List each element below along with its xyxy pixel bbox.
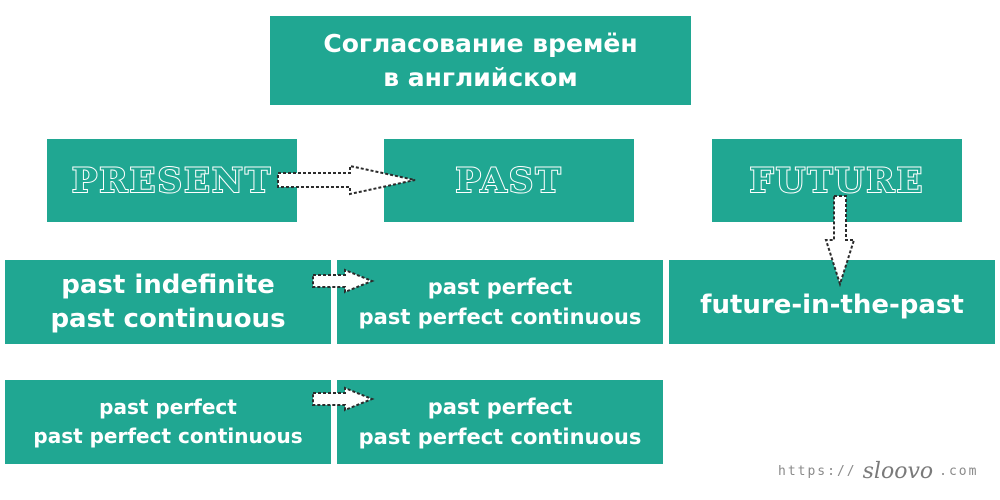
past-header-box: PAST (384, 139, 634, 222)
title-line-1: Согласование времён (323, 28, 638, 58)
row1-past-box: past perfect past perfect continuous (337, 260, 663, 344)
title-box: Согласование времён в английском (270, 16, 691, 105)
row2-past-line-2: past perfect continuous (358, 425, 642, 449)
row1-present-line-2: past continuous (50, 304, 286, 334)
row2-past-box: past perfect past perfect continuous (337, 380, 663, 464)
future-header-box: FUTURE (712, 139, 962, 222)
watermark-prefix: https:// (778, 463, 857, 479)
past-header-label: PAST (454, 160, 563, 202)
watermark-suffix: .com (939, 463, 979, 479)
row2-present-line-2: past perfect continuous (33, 424, 303, 448)
row1-present-box: past indefinite past continuous (5, 260, 331, 344)
watermark: https:// sloovo .com (778, 456, 988, 486)
present-header-box: PRESENT (47, 139, 297, 222)
row1-past-line-2: past perfect continuous (358, 305, 642, 329)
row1-present-line-1: past indefinite (61, 270, 275, 300)
future-header-label: FUTURE (749, 160, 925, 202)
row1-future-box: future-in-the-past (669, 260, 995, 344)
row2-past-line-1: past perfect (427, 395, 573, 419)
present-header-label: PRESENT (71, 160, 273, 202)
title-line-2: в английском (383, 62, 578, 92)
watermark-brand: sloovo (862, 458, 934, 484)
row2-present-line-1: past perfect (99, 395, 237, 419)
row1-future-line: future-in-the-past (700, 290, 964, 320)
row1-past-line-1: past perfect (427, 275, 573, 299)
row2-present-box: past perfect past perfect continuous (5, 380, 331, 464)
